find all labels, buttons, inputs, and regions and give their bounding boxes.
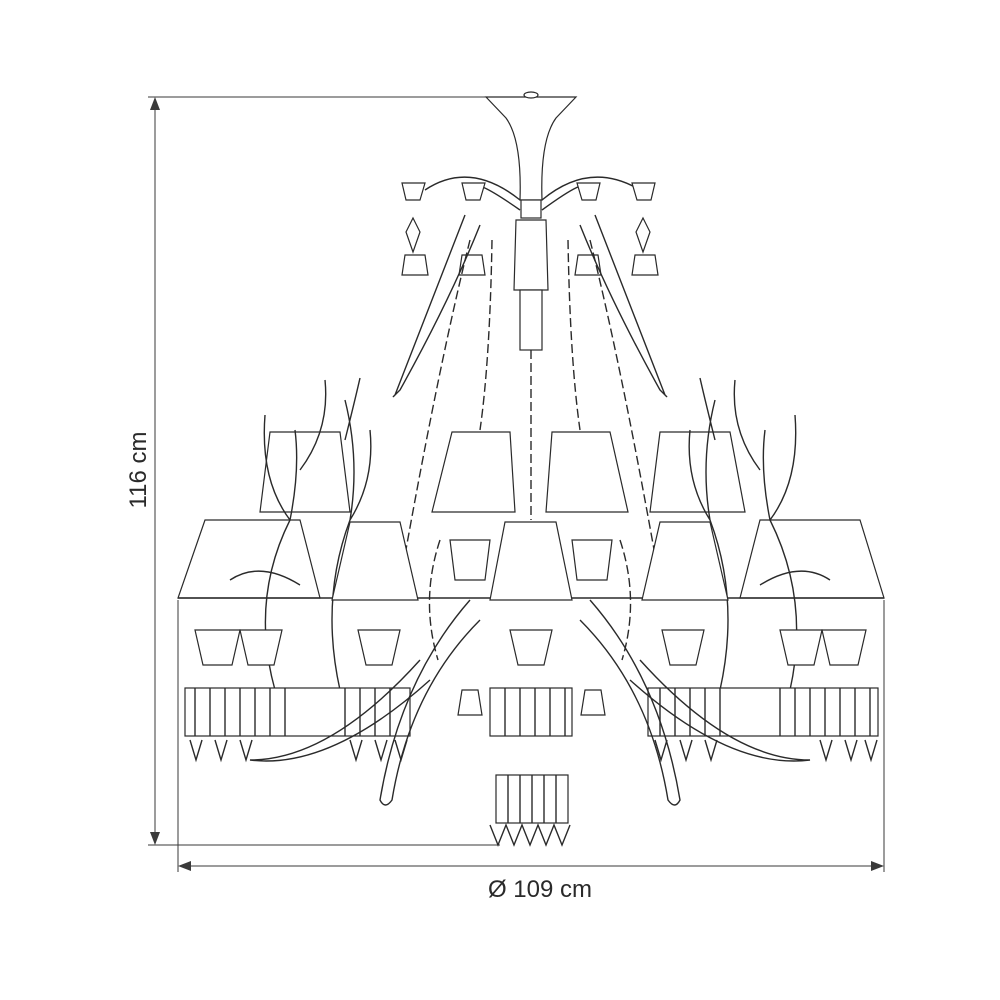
height-arrow-top xyxy=(150,97,160,110)
canopy xyxy=(484,91,578,351)
middle-shades xyxy=(331,431,729,601)
upper-arms xyxy=(392,176,668,398)
diameter-dimension: Ø 109 cm xyxy=(177,600,885,903)
height-label: 116 cm xyxy=(125,432,152,509)
diameter-label: Ø 109 cm xyxy=(488,876,592,903)
bottom-basket xyxy=(457,689,606,847)
height-dimension: 116 cm xyxy=(125,96,530,846)
diameter-arrow-right xyxy=(871,861,884,871)
diameter-arrow-left xyxy=(178,861,191,871)
lower-arms xyxy=(249,599,811,806)
bead-chains xyxy=(404,239,656,661)
chandelier xyxy=(177,91,885,847)
antlers xyxy=(229,377,831,691)
height-arrow-bottom xyxy=(150,832,160,845)
candle-cups xyxy=(194,629,867,666)
crystal-pendants xyxy=(184,687,879,763)
